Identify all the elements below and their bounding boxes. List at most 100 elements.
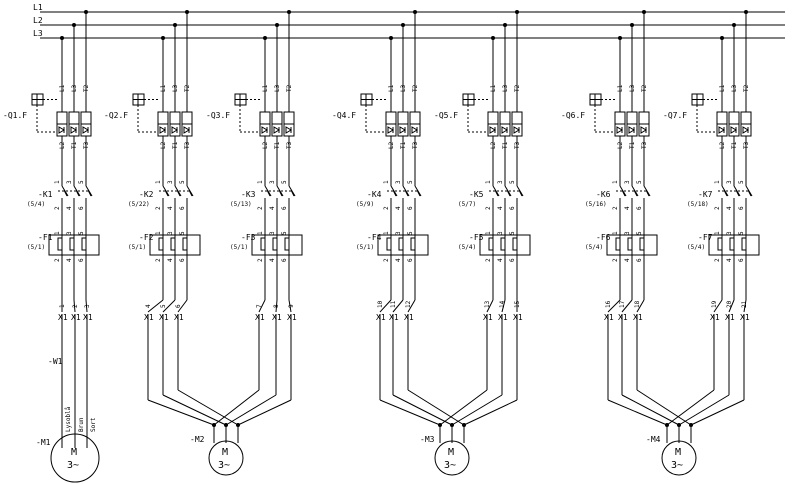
contact-gap xyxy=(173,186,177,198)
motor-label: -M3 xyxy=(420,435,435,444)
terminal-number: 12 xyxy=(405,300,412,308)
junction-dot xyxy=(491,36,495,40)
contactor-ref: (5/13) xyxy=(230,201,252,208)
motor-letter: M xyxy=(448,447,454,458)
contact-number: 4 xyxy=(726,206,733,210)
switch-terminal: L1 xyxy=(160,84,167,92)
switch-label: -Q3.F xyxy=(206,111,230,120)
contact-number: 1 xyxy=(383,180,390,184)
contact-number: 1 xyxy=(257,231,264,235)
cable-core xyxy=(678,394,730,426)
contact-number: 6 xyxy=(407,258,414,262)
cable-core xyxy=(147,399,215,426)
junction-dot xyxy=(413,10,417,14)
contactor-ref: (5/4) xyxy=(27,201,45,208)
contact-blade xyxy=(73,185,81,197)
cable-core-name: Brun xyxy=(78,417,85,432)
cable-core xyxy=(162,394,227,426)
contact-gap xyxy=(60,186,64,198)
junction-dot xyxy=(173,23,177,27)
trip-symbol xyxy=(628,126,635,134)
switch-terminal: T3 xyxy=(514,141,521,149)
contact-number: 2 xyxy=(485,258,492,262)
contactor-ref: (5/22) xyxy=(128,201,150,208)
contact-number: 4 xyxy=(269,206,276,210)
terminal-strip: X1 xyxy=(633,313,643,322)
contact-blade xyxy=(390,185,398,197)
contact-number: 3 xyxy=(395,180,402,184)
switch-terminal: T2 xyxy=(412,84,419,92)
overload-ref: (5/1) xyxy=(27,244,45,251)
thermal-element xyxy=(639,237,644,251)
contact-number: 4 xyxy=(726,258,733,262)
contact-number: 2 xyxy=(54,206,61,210)
overload-box xyxy=(377,234,429,256)
contact-number: 1 xyxy=(257,180,264,184)
contact-blade xyxy=(492,185,500,197)
switch-terminal: L2 xyxy=(617,141,624,149)
contact-gap xyxy=(491,186,495,198)
contact-number: 5 xyxy=(738,180,745,184)
trip-symbol xyxy=(718,126,725,134)
motor-symbol xyxy=(50,433,100,483)
contact-number: 6 xyxy=(636,206,643,210)
terminal-number: 17 xyxy=(619,300,626,308)
overload-box xyxy=(479,234,531,256)
thermal-element xyxy=(57,237,62,251)
thermal-element xyxy=(398,237,403,251)
terminal-number: 21 xyxy=(741,300,748,308)
contact-number: 6 xyxy=(78,206,85,210)
switch-terminal: L2 xyxy=(490,141,497,149)
switch-terminal: T1 xyxy=(731,141,738,149)
switch-terminal: T2 xyxy=(83,84,90,92)
terminal-strip: X1 xyxy=(389,313,399,322)
switch-label: -Q1.F xyxy=(3,111,27,120)
contact-blade xyxy=(174,185,182,197)
motor-label: -M4 xyxy=(646,435,661,444)
terminal-strip: X1 xyxy=(58,313,68,322)
terminal-number: 9 xyxy=(288,304,295,308)
trip-symbol xyxy=(387,126,394,134)
junction-dot xyxy=(84,10,88,14)
contact-gap xyxy=(732,186,736,198)
contactor-ref: (5/18) xyxy=(687,201,709,208)
terminal-number: 10 xyxy=(377,300,384,308)
motor-phase: 3~ xyxy=(444,460,456,471)
switch-terminal: T2 xyxy=(641,84,648,92)
thermal-element xyxy=(81,237,86,251)
contact-gap xyxy=(630,186,634,198)
trip-symbol xyxy=(411,126,418,134)
junction-dot xyxy=(744,10,748,14)
switch-terminal: T3 xyxy=(412,141,419,149)
contact-number: 6 xyxy=(509,258,516,262)
thermal-element xyxy=(170,237,175,251)
cable-core xyxy=(621,394,680,426)
terminal-number: 4 xyxy=(145,304,152,308)
wire xyxy=(621,299,633,313)
terminal-strip: X1 xyxy=(255,313,265,322)
trip-symbol xyxy=(399,126,406,134)
thermal-element xyxy=(627,237,632,251)
contactor-ref: (5/9) xyxy=(356,201,374,208)
contactor-label: -K3 xyxy=(241,190,256,199)
cable-core xyxy=(463,399,518,426)
switch-terminal: L3 xyxy=(502,84,509,92)
wire xyxy=(486,299,494,313)
cable-core xyxy=(225,394,277,426)
terminal-number: 7 xyxy=(256,304,263,308)
contact-blade xyxy=(643,185,651,197)
trip-symbol xyxy=(640,126,647,134)
wire xyxy=(275,299,278,313)
wire xyxy=(177,299,188,313)
terminal-number: 20 xyxy=(726,300,733,308)
terminal-number: 8 xyxy=(273,304,280,308)
switch-terminal: L1 xyxy=(262,84,269,92)
motor-symbol xyxy=(208,440,244,476)
cable-core xyxy=(237,399,292,426)
contact-number: 6 xyxy=(407,206,414,210)
contact-gap xyxy=(642,186,646,198)
switch-terminal: L3 xyxy=(629,84,636,92)
terminal-strip: X1 xyxy=(618,313,628,322)
